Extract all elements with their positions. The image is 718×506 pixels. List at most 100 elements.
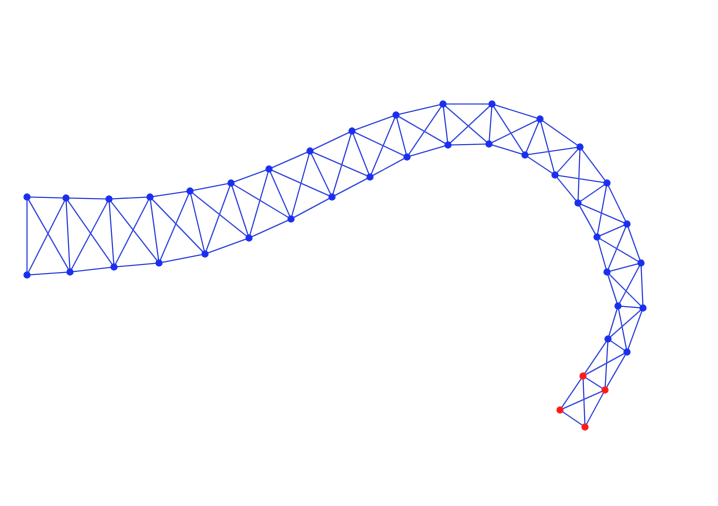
truss-diagonal-member	[488, 118, 541, 145]
truss-diagonal-member	[230, 182, 292, 220]
truss-node	[576, 143, 584, 151]
truss-diagonal-member	[617, 305, 628, 353]
truss-top-chord	[491, 103, 541, 120]
truss-node	[603, 268, 611, 276]
truss-diagonal-member	[596, 182, 608, 238]
truss-node	[287, 215, 295, 223]
truss-node	[186, 187, 194, 195]
truss-diagonal-member	[158, 190, 191, 264]
highlighted-node	[556, 406, 564, 414]
truss-top-chord	[584, 389, 606, 428]
truss-bottom-chord	[113, 262, 160, 268]
truss-top-chord	[268, 150, 311, 170]
truss-node	[521, 151, 529, 159]
truss-top-chord	[626, 223, 642, 264]
truss-vertical-member	[524, 118, 541, 156]
truss-bottom-chord	[369, 156, 408, 178]
truss-node	[637, 259, 645, 267]
truss-vertical-member	[230, 182, 250, 239]
truss-node	[403, 153, 411, 161]
truss-node	[265, 165, 273, 173]
truss-diagonal-member	[524, 146, 581, 156]
truss-top-chord	[539, 118, 581, 148]
truss-node	[348, 127, 356, 135]
truss-bottom-chord	[204, 237, 250, 255]
truss-node	[23, 271, 31, 279]
truss-top-chord	[230, 168, 270, 184]
truss-diagonal-member	[607, 307, 644, 340]
truss-node	[110, 263, 118, 271]
truss-node	[485, 140, 493, 148]
truss-bottom-chord	[524, 154, 556, 176]
truss-diagonal-member	[204, 182, 232, 255]
truss-vertical-member	[554, 146, 581, 176]
truss-bottom-chord	[158, 253, 206, 264]
truss-diagonal-member	[582, 351, 628, 377]
truss-diagonal-member	[26, 196, 71, 273]
truss-node	[201, 250, 209, 258]
truss-bottom-chord	[447, 143, 490, 146]
truss-diagonal-member	[606, 223, 628, 273]
truss-top-chord	[189, 182, 232, 192]
truss-node	[593, 233, 601, 241]
truss-node	[23, 193, 31, 201]
truss-node	[328, 193, 336, 201]
truss-node	[245, 234, 253, 242]
truss-bottom-chord	[290, 196, 333, 220]
truss-node	[62, 194, 70, 202]
truss-node	[488, 100, 496, 108]
truss-node	[444, 141, 452, 149]
highlighted-node	[579, 372, 587, 380]
truss-node	[366, 173, 374, 181]
truss-node	[155, 259, 163, 267]
truss-node	[227, 179, 235, 187]
truss-bottom-chord	[607, 305, 619, 340]
truss-bottom-chord	[26, 271, 71, 276]
truss-bottom-chord	[248, 218, 292, 239]
truss-diagonal-member	[290, 150, 311, 220]
truss-nodes	[23, 100, 647, 431]
truss-diagonal-member	[617, 262, 642, 307]
truss-node	[603, 179, 611, 187]
truss-diagonal-member	[331, 130, 353, 198]
truss-vertical-member	[395, 114, 408, 158]
truss-diagonal-member	[406, 103, 444, 158]
truss-bottom-chord	[554, 174, 579, 204]
truss-node	[623, 348, 631, 356]
truss-diagonal-member	[447, 103, 493, 146]
truss-diagonal-member	[351, 130, 408, 158]
truss-bottom-chord	[406, 144, 449, 158]
truss-diagonal-member	[248, 168, 270, 239]
truss-diagonal-member	[491, 103, 526, 156]
truss-edges	[26, 103, 644, 428]
truss-bottom-chord	[69, 266, 115, 273]
truss-top-chord	[604, 351, 628, 391]
truss-node	[392, 111, 400, 119]
truss-vertical-member	[617, 305, 644, 309]
truss-diagonal-member	[596, 236, 642, 264]
truss-diagonal-member	[539, 118, 556, 176]
truss-node	[551, 171, 559, 179]
truss-diagonal-member	[554, 174, 608, 184]
truss-bottom-chord	[559, 375, 584, 411]
truss-diagonal-member	[149, 196, 206, 255]
truss-bottom-chord	[606, 271, 619, 307]
truss-diagonal-member	[442, 103, 490, 145]
truss-diagonal-member	[369, 114, 397, 178]
truss-vertical-member	[268, 168, 292, 220]
truss-diagonal-member	[395, 114, 449, 146]
truss-node	[623, 220, 631, 228]
truss-vertical-member	[577, 182, 608, 204]
truss-diagonal-member	[577, 202, 628, 225]
truss-vertical-member	[606, 262, 642, 273]
truss-node	[574, 199, 582, 207]
truss-node	[105, 195, 113, 203]
truss-top-chord	[309, 130, 353, 152]
truss-vertical-member	[582, 375, 606, 391]
truss-vertical-member	[351, 130, 371, 178]
truss-vertical-member	[607, 338, 628, 353]
highlighted-node	[581, 423, 589, 431]
truss-vertical-member	[309, 150, 333, 198]
